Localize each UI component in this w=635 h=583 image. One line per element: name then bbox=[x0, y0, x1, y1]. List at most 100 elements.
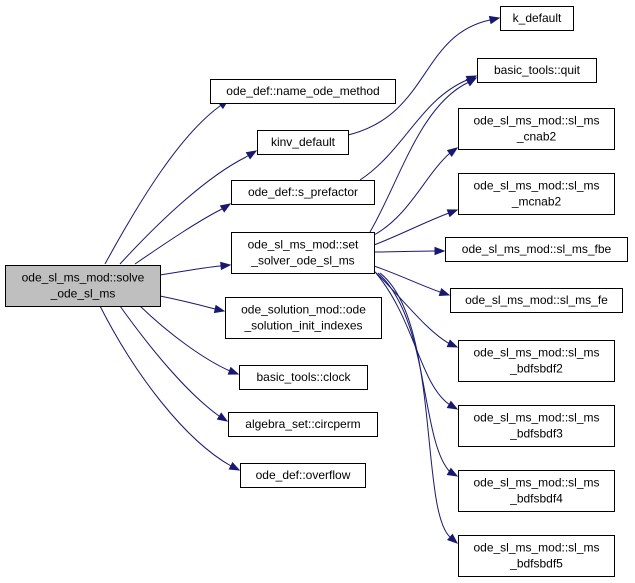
edges-layer bbox=[99, 15, 501, 544]
node-cnab2[interactable]: ode_sl_ms_mod::sl_ms_cnab2 bbox=[458, 108, 615, 150]
arrowhead-icon bbox=[446, 400, 459, 410]
node-s-prefactor[interactable]: ode_def::s_prefactor bbox=[231, 180, 375, 205]
node-box[interactable] bbox=[225, 297, 382, 339]
arrowhead-icon bbox=[228, 461, 241, 471]
node-label-line: _bdfsbdf3 bbox=[509, 427, 563, 441]
node-box[interactable] bbox=[458, 535, 615, 577]
edge-root-to-circperm bbox=[119, 305, 229, 422]
node-name-ode-method[interactable]: ode_def::name_ode_method bbox=[210, 79, 396, 104]
node-bdfsbdf3[interactable]: ode_sl_ms_mod::sl_ms_bdfsbdf3 bbox=[458, 405, 615, 447]
node-label-line: _bdfsbdf5 bbox=[509, 557, 563, 571]
node-label-line: basic_tools::quit bbox=[494, 63, 581, 77]
node-box[interactable] bbox=[445, 237, 628, 262]
arrowhead-icon bbox=[227, 366, 240, 375]
edge-root-to-init_indexes bbox=[159, 295, 226, 314]
node-box[interactable] bbox=[458, 340, 615, 382]
node-label-line: _bdfsbdf2 bbox=[509, 362, 563, 376]
edge-line bbox=[359, 79, 468, 181]
node-label-line: _mcnab2 bbox=[511, 195, 562, 209]
node-box[interactable] bbox=[210, 79, 396, 104]
node-box[interactable] bbox=[240, 463, 366, 488]
node-label-line: kinv_default bbox=[271, 135, 336, 149]
node-label-line: _bdfsbdf4 bbox=[509, 492, 563, 506]
edge-set_solver-to-bdfsbdf4 bbox=[377, 272, 459, 477]
node-label-line: ode_sl_ms_mod::set bbox=[248, 238, 359, 252]
edge-line bbox=[159, 295, 216, 310]
edge-line bbox=[377, 272, 451, 473]
edge-set_solver-to-bdfsbdf5 bbox=[379, 272, 459, 544]
edge-root-to-kinv_default bbox=[119, 150, 258, 265]
node-box[interactable] bbox=[458, 108, 615, 150]
node-box[interactable] bbox=[257, 130, 349, 155]
node-box[interactable] bbox=[5, 265, 161, 307]
node-bdfsbdf4[interactable]: ode_sl_ms_mod::sl_ms_bdfsbdf4 bbox=[458, 470, 615, 512]
edge-set_solver-to-quit bbox=[369, 77, 478, 233]
node-mcnab2[interactable]: ode_sl_ms_mod::sl_ms_mcnab2 bbox=[458, 173, 615, 215]
edge-set_solver-to-bdfsbdf2 bbox=[373, 270, 459, 348]
arrowhead-icon bbox=[446, 339, 459, 348]
edge-line bbox=[373, 250, 436, 253]
arrowhead-icon bbox=[245, 150, 258, 160]
edge-line bbox=[134, 208, 223, 265]
node-box[interactable] bbox=[231, 180, 375, 205]
edge-kinv_default-to-k_default bbox=[347, 15, 501, 136]
edge-line bbox=[373, 265, 441, 293]
node-set-solver[interactable]: ode_sl_ms_mod::set_solver_ode_sl_ms bbox=[231, 232, 375, 274]
edge-root-to-set_solver bbox=[159, 261, 232, 276]
node-box[interactable] bbox=[458, 470, 615, 512]
node-label-line: ode_def::name_ode_method bbox=[226, 84, 379, 98]
edge-set_solver-to-fe bbox=[373, 265, 451, 297]
node-k-default[interactable]: k_default bbox=[500, 6, 574, 31]
node-label-line: ode_def::s_prefactor bbox=[248, 185, 358, 199]
edge-line bbox=[99, 305, 232, 467]
node-label-line: ode_sl_ms_mod::solve bbox=[22, 271, 145, 285]
node-label-line: ode_sl_ms_mod::sl_ms bbox=[473, 179, 599, 193]
node-box[interactable] bbox=[239, 365, 368, 390]
node-fe[interactable]: ode_sl_ms_mod::sl_ms_fe bbox=[450, 288, 623, 313]
node-root[interactable]: ode_sl_ms_mod::solve_ode_sl_ms bbox=[5, 265, 161, 307]
edge-root-to-name_ode_method bbox=[104, 99, 230, 265]
node-bdfsbdf5[interactable]: ode_sl_ms_mod::sl_ms_bdfsbdf5 bbox=[458, 535, 615, 577]
arrowhead-icon bbox=[220, 261, 232, 271]
node-bdfsbdf2[interactable]: ode_sl_ms_mod::sl_ms_bdfsbdf2 bbox=[458, 340, 615, 382]
node-overflow[interactable]: ode_def::overflow bbox=[240, 463, 366, 488]
node-kinv-default[interactable]: kinv_default bbox=[257, 130, 349, 155]
node-init-indexes[interactable]: ode_solution_mod::ode_solution_init_inde… bbox=[225, 297, 382, 339]
node-label-line: ode_sl_ms_mod::sl_ms bbox=[473, 411, 599, 425]
node-label-line: ode_sl_ms_mod::sl_ms_fbe bbox=[462, 242, 612, 256]
edge-line bbox=[373, 212, 450, 246]
arrowhead-icon bbox=[438, 287, 451, 297]
node-label-line: ode_solution_mod::ode bbox=[241, 303, 366, 317]
nodes-layer: ode_sl_ms_mod::solve_ode_sl_ms ode_def::n… bbox=[5, 6, 628, 577]
edge-line bbox=[139, 305, 231, 372]
edge-line bbox=[379, 272, 451, 538]
edge-line bbox=[119, 305, 220, 417]
node-label-line: k_default bbox=[513, 11, 562, 25]
node-box[interactable] bbox=[228, 412, 378, 437]
node-circperm[interactable]: algebra_set::circperm bbox=[228, 412, 378, 437]
node-box[interactable] bbox=[500, 6, 574, 31]
arrowhead-icon bbox=[213, 304, 226, 314]
node-label-line: _solution_init_indexes bbox=[243, 319, 362, 333]
edge-root-to-clock bbox=[139, 305, 240, 375]
node-box[interactable] bbox=[450, 288, 623, 313]
node-box[interactable] bbox=[477, 58, 597, 83]
node-box[interactable] bbox=[458, 405, 615, 447]
node-fbe[interactable]: ode_sl_ms_mod::sl_ms_fbe bbox=[445, 237, 628, 262]
arrowhead-icon bbox=[216, 412, 229, 422]
node-quit[interactable]: basic_tools::quit bbox=[477, 58, 597, 83]
edge-root-to-s_prefactor bbox=[134, 203, 232, 265]
node-box[interactable] bbox=[458, 173, 615, 215]
arrowhead-icon bbox=[219, 203, 232, 213]
node-label-line: basic_tools::clock bbox=[256, 370, 351, 384]
node-box[interactable] bbox=[231, 232, 375, 274]
arrowhead-icon bbox=[446, 209, 459, 218]
arrowhead-icon bbox=[488, 15, 501, 25]
node-clock[interactable]: basic_tools::clock bbox=[239, 365, 368, 390]
node-label-line: algebra_set::circperm bbox=[245, 417, 360, 431]
node-label-line: ode_sl_ms_mod::sl_ms bbox=[473, 114, 599, 128]
node-label-line: _solver_ode_sl_ms bbox=[250, 254, 354, 268]
edge-set_solver-to-cnab2 bbox=[373, 147, 459, 236]
